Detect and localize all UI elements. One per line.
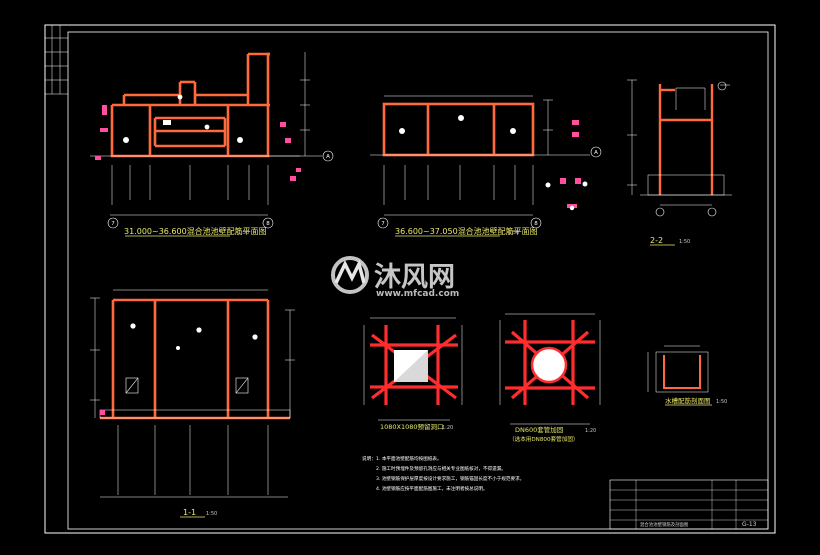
detail-opening xyxy=(363,317,463,421)
plan-b xyxy=(290,95,602,237)
grid-labels: 7 8 A 7 8 A xyxy=(111,150,598,227)
watermark-brand: 沐风网 xyxy=(374,262,455,293)
detail-tank xyxy=(647,345,712,406)
detail-opening-title: 1080X1080预留洞口 xyxy=(380,422,444,431)
section-2-2-title: 2-2 xyxy=(650,236,663,245)
detail-tank-scale: 1:50 xyxy=(716,399,727,405)
left-strip xyxy=(45,25,68,95)
detail-tank-title: 水槽配筋剖面图 xyxy=(665,396,711,405)
notes-block: 说明： 1. 本平面池壁配筋均按图纸表。 2. 施工时预埋件及预留孔洞应与相关专… xyxy=(362,455,524,492)
notes-line-2: 2. 施工时预埋件及预留孔洞应与相关专业图纸核对，不得遗漏。 xyxy=(376,465,506,472)
grid-label-8-b: 8 xyxy=(534,221,538,227)
section-1-1-scale: 1:50 xyxy=(206,511,217,517)
outer-frame xyxy=(44,24,776,534)
grid-label-row-b: A xyxy=(594,150,598,156)
plan-b-title: 36.600~37.050混合池池壁配筋平面图 xyxy=(395,226,538,236)
plan-a xyxy=(90,52,334,237)
grid-label-7-a: 7 xyxy=(111,221,115,227)
inner-frame xyxy=(67,31,769,530)
plan-a-title: 31.000~36.600混合池池壁配筋平面图 xyxy=(124,226,267,236)
detail-pipe-subtitle: （选本用DN800套管加固） xyxy=(509,435,579,443)
sheet-number: G-13 xyxy=(742,521,757,528)
notes-heading: 说明： xyxy=(362,455,376,462)
detail-pipe-title: DN600套管加固 xyxy=(515,425,563,434)
section-2-2 xyxy=(627,79,732,246)
grid-label-8-a: 8 xyxy=(266,221,270,227)
notes-line-4: 4. 池壁钢筋应按平面配筋图施工，未注明者按总说明。 xyxy=(376,485,488,492)
notes-line-1: 1. 本平面池壁配筋均按图纸表。 xyxy=(376,455,442,462)
watermark-url: www.mfcad.com xyxy=(376,289,459,299)
view-titles: 31.000~36.600混合池池壁配筋平面图 1:50 36.600~37.0… xyxy=(124,226,727,517)
detail-pipe xyxy=(499,313,601,425)
grid-label-7-b: 7 xyxy=(381,221,385,227)
grid-label-row-a: A xyxy=(326,154,330,160)
section-2-2-scale: 1:50 xyxy=(679,239,690,245)
notes-line-3: 3. 池壁钢筋保护层厚度按设计要求施工，钢筋锚固长度不小于规范要求。 xyxy=(376,475,524,482)
title-block: 混合池池壁钢筋及剖面图 G-13 xyxy=(609,479,769,530)
plan-b-scale: 1:50 xyxy=(508,230,519,236)
watermark: 沐风网 www.mfcad.com xyxy=(331,256,459,299)
section-1-1-title: 1-1 xyxy=(183,508,196,517)
detail-pipe-scale: 1:20 xyxy=(585,428,596,434)
section-1-1 xyxy=(90,289,295,518)
watermark-logo-icon xyxy=(331,256,369,294)
drawing-name: 混合池池壁钢筋及剖面图 xyxy=(640,521,689,528)
plan-a-scale: 1:50 xyxy=(238,230,249,236)
detail-opening-scale: 1:20 xyxy=(442,425,453,431)
